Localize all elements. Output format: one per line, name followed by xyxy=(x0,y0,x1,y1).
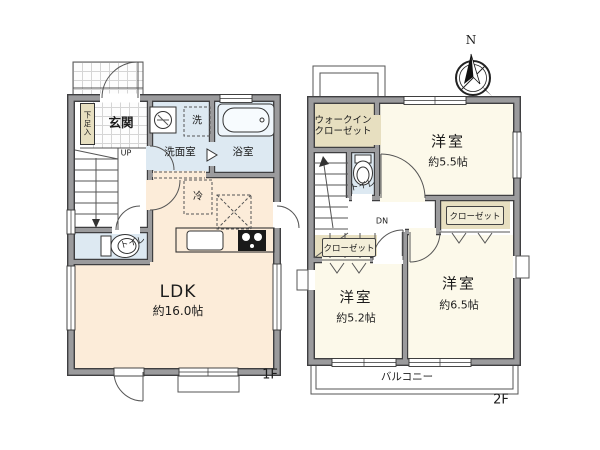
door-openings xyxy=(100,93,530,291)
ldk-name-label: LDK xyxy=(159,282,197,303)
shoe-cabinet-label: 下足入 xyxy=(80,103,95,145)
room-ldk-left xyxy=(74,262,153,369)
bathtub xyxy=(217,103,275,137)
compass-north-label: N xyxy=(465,33,477,48)
washbasin xyxy=(149,106,177,134)
stairs-up-label: UP xyxy=(120,148,132,158)
room-ldk xyxy=(153,175,274,369)
footprint-outline-2f xyxy=(312,65,386,101)
bedroom-55-name-label: 洋室 xyxy=(430,132,466,151)
toilet-fixture-2f xyxy=(353,154,373,186)
bedroom-52-name-label: 洋室 xyxy=(339,290,373,307)
walkin-closet-line1: ウォークイン xyxy=(314,115,372,127)
refrigerator-label: 冷 xyxy=(193,191,203,203)
washer-label: 洗 xyxy=(192,115,202,127)
walkin-closet-line2: クローゼット xyxy=(314,126,372,137)
shutter-box xyxy=(177,375,240,393)
toilet-fixture-1f xyxy=(100,234,140,258)
room-walkin-closet xyxy=(314,103,374,150)
porch-tiles xyxy=(73,62,143,98)
stairs-1f xyxy=(74,148,119,230)
room-bedroom-55 xyxy=(380,103,513,198)
door-arcs xyxy=(101,61,441,402)
walkin-closet-label: ウォークイン クローゼット xyxy=(314,115,372,138)
bedroom-65-size-label: 約6.5帖 xyxy=(439,298,479,312)
genkan-label: 玄関 xyxy=(108,114,134,130)
room-bedroom-52 xyxy=(314,263,403,360)
floor2-label: 2F xyxy=(493,392,509,408)
refrigerator-box xyxy=(183,179,213,215)
stairs-down-label: DN xyxy=(375,216,389,226)
bedroom-55-size-label: 約5.5帖 xyxy=(428,155,468,169)
bathroom-label: 浴室 xyxy=(232,145,254,158)
compass-icon xyxy=(455,53,492,96)
windows xyxy=(66,94,522,377)
kitchen-counter xyxy=(175,227,275,253)
pantry-cross-box xyxy=(216,194,252,230)
room-bedroom-65 xyxy=(408,235,513,360)
closet-right-label: クローゼット xyxy=(446,206,504,225)
balcony-label: バルコニー xyxy=(380,370,434,383)
room-genkan xyxy=(93,98,150,148)
ldk-size-label: 約16.0帖 xyxy=(152,304,204,319)
hanger-symbols xyxy=(329,232,493,274)
bedroom-65-name-label: 洋室 xyxy=(441,274,477,293)
porch-outline xyxy=(72,61,144,99)
floor1-label: 1F xyxy=(262,367,278,383)
washroom-label: 洗面室 xyxy=(164,145,196,158)
washer-box xyxy=(183,106,211,137)
closet-left-label: クローゼット xyxy=(322,238,376,257)
bedroom-52-size-label: 約5.2帖 xyxy=(336,311,376,325)
